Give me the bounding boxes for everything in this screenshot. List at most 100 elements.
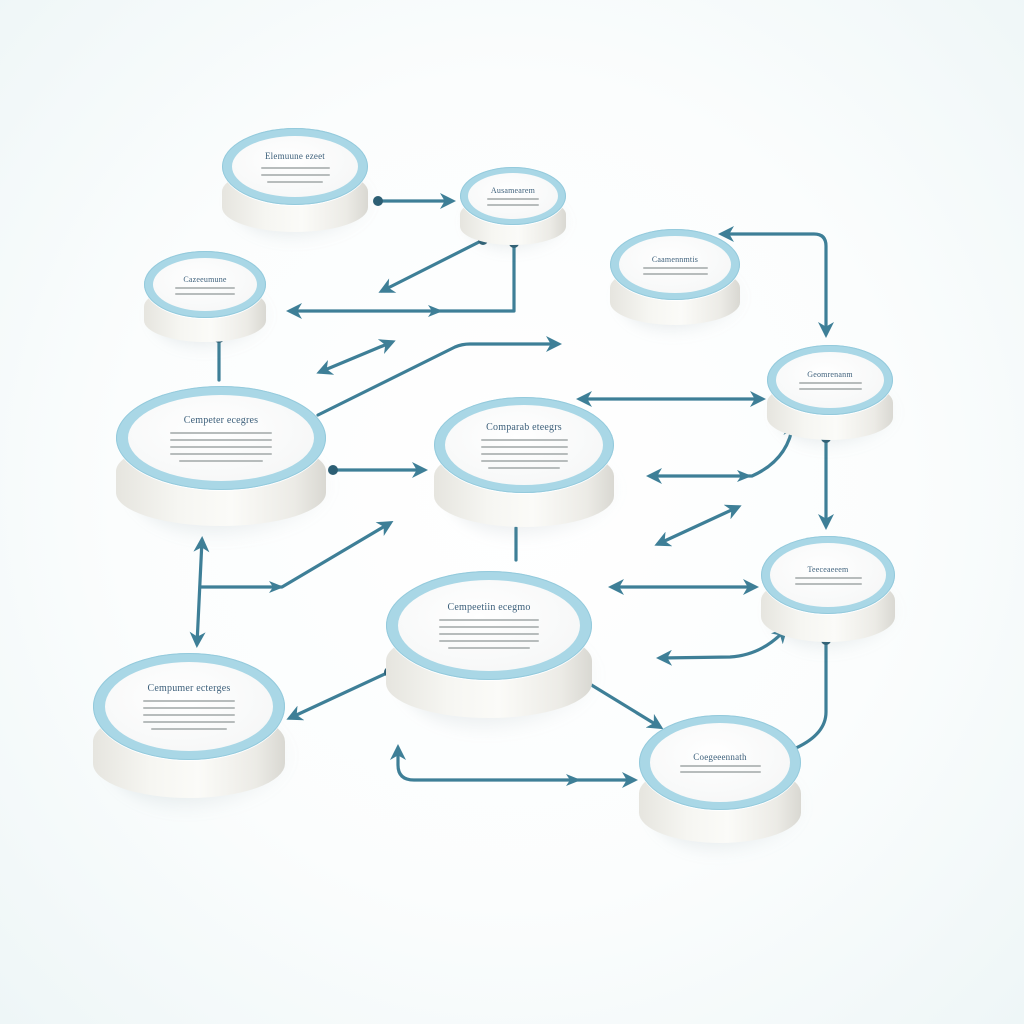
node-text-lines xyxy=(175,286,235,295)
placeholder-text-line xyxy=(179,459,263,462)
node-text-lines xyxy=(679,765,761,773)
node-label: Coegeeennath xyxy=(693,752,747,762)
process-node-n4[interactable]: Caamennmtis xyxy=(610,229,746,337)
placeholder-text-line xyxy=(794,583,862,585)
placeholder-text-line xyxy=(260,173,330,176)
node-face: Coegeeennath xyxy=(650,723,790,802)
connector-port-dot xyxy=(373,196,383,206)
connector-arrow-a6[interactable] xyxy=(316,336,562,417)
connector-arrow-a14[interactable] xyxy=(189,536,210,648)
node-text-lines xyxy=(439,619,539,649)
placeholder-text-line xyxy=(679,771,761,773)
placeholder-text-line xyxy=(487,198,539,200)
placeholder-text-line xyxy=(175,292,235,295)
connector-arrow-a21[interactable] xyxy=(390,744,638,788)
connector-arrow-a5[interactable] xyxy=(316,339,396,375)
placeholder-text-line xyxy=(439,626,539,628)
placeholder-text-line xyxy=(439,619,539,621)
placeholder-text-line xyxy=(175,286,235,289)
placeholder-text-line xyxy=(170,452,272,455)
node-ring: Cazeeumune xyxy=(144,251,266,318)
connector-arrow-a9[interactable] xyxy=(718,226,834,338)
node-face: Caamennmtis xyxy=(619,236,731,293)
connector-arrow-a11[interactable] xyxy=(654,504,742,547)
node-face: Elemuune ezeet xyxy=(232,136,358,197)
placeholder-text-line xyxy=(798,382,862,384)
process-node-n11[interactable]: Coegeeennath xyxy=(639,715,808,859)
node-label: Geomrenanm xyxy=(807,370,853,379)
placeholder-text-line xyxy=(487,204,539,206)
connector-arrow-a18[interactable] xyxy=(286,667,394,721)
node-face: Ausamearem xyxy=(468,173,558,219)
placeholder-text-line xyxy=(480,459,568,462)
placeholder-text-line xyxy=(266,180,324,183)
process-node-n3[interactable]: Cazeeumune xyxy=(144,251,271,353)
placeholder-text-line xyxy=(151,728,227,730)
node-label: Cempumer ecterges xyxy=(147,683,231,694)
node-ring: Cempeetiin ecegmo xyxy=(386,571,592,680)
node-text-lines xyxy=(642,266,708,275)
node-text-lines xyxy=(260,166,330,183)
node-label: Cempeetiin ecegmo xyxy=(447,602,531,613)
node-face: Cempumer ecterges xyxy=(105,662,273,751)
node-text-lines xyxy=(480,438,568,469)
process-node-n5[interactable]: Cempeter ecegres xyxy=(116,386,335,543)
node-text-lines xyxy=(794,577,862,585)
node-face: Teeceaeeem xyxy=(770,543,886,607)
node-text-lines xyxy=(143,700,235,730)
node-text-lines xyxy=(170,431,272,462)
placeholder-text-line xyxy=(143,714,235,716)
node-text-lines xyxy=(798,382,862,390)
placeholder-text-line xyxy=(143,721,235,723)
placeholder-text-line xyxy=(480,452,568,455)
connector-arrow-a3[interactable] xyxy=(286,238,519,319)
node-text-lines xyxy=(487,198,539,206)
process-node-n7[interactable]: Geomrenanm xyxy=(767,345,899,452)
node-face: Comparab eteegrs xyxy=(445,405,603,485)
node-label: Cempeter ecegres xyxy=(183,414,259,426)
connector-arrow-a15[interactable] xyxy=(198,520,394,593)
placeholder-text-line xyxy=(143,707,235,709)
node-ring: Cempeter ecegres xyxy=(116,386,326,490)
connector-port-dot xyxy=(328,465,338,475)
node-face: Cazeeumune xyxy=(153,258,257,311)
node-ring: Coegeeennath xyxy=(639,715,801,810)
node-face: Cempeetiin ecegmo xyxy=(398,580,580,671)
placeholder-text-line xyxy=(480,438,568,441)
connector-arrow-a17[interactable] xyxy=(656,627,788,666)
connector-arrow-a7[interactable] xyxy=(328,462,428,478)
arrowhead-icon xyxy=(428,305,443,317)
node-label: Ausamearem xyxy=(490,186,536,195)
node-label: Teeceaeeem xyxy=(807,565,849,574)
node-face: Cempeter ecegres xyxy=(128,395,314,481)
process-node-n9[interactable]: Cempeetiin ecegmo xyxy=(386,571,601,736)
process-node-n10[interactable]: Cempumer ecterges xyxy=(93,653,293,816)
process-node-n8[interactable]: Teeceaeeem xyxy=(761,536,901,655)
placeholder-text-line xyxy=(170,431,272,434)
placeholder-text-line xyxy=(439,640,539,642)
process-node-n2[interactable]: Ausamearem xyxy=(460,167,571,255)
placeholder-text-line xyxy=(143,700,235,702)
placeholder-text-line xyxy=(480,445,568,448)
placeholder-text-line xyxy=(642,266,708,269)
node-label: Caamennmtis xyxy=(651,254,699,264)
placeholder-text-line xyxy=(170,438,272,441)
placeholder-text-line xyxy=(439,633,539,635)
placeholder-text-line xyxy=(798,388,862,390)
process-node-n1[interactable]: Elemuune ezeet xyxy=(222,128,374,245)
node-ring: Teeceaeeem xyxy=(761,536,895,614)
node-ring: Cempumer ecterges xyxy=(93,653,285,760)
placeholder-text-line xyxy=(448,647,530,649)
placeholder-text-line xyxy=(170,445,272,448)
placeholder-text-line xyxy=(679,765,761,767)
placeholder-text-line xyxy=(260,166,330,169)
connector-arrow-a1[interactable] xyxy=(373,193,456,209)
node-label: Cazeeumune xyxy=(183,274,227,284)
process-node-n6[interactable]: Comparab eteegrs xyxy=(434,397,622,543)
node-label: Elemuune ezeet xyxy=(264,150,326,161)
node-ring: Comparab eteegrs xyxy=(434,397,614,493)
placeholder-text-line xyxy=(488,466,560,469)
arrowhead-icon xyxy=(737,470,752,482)
node-ring: Geomrenanm xyxy=(767,345,893,415)
